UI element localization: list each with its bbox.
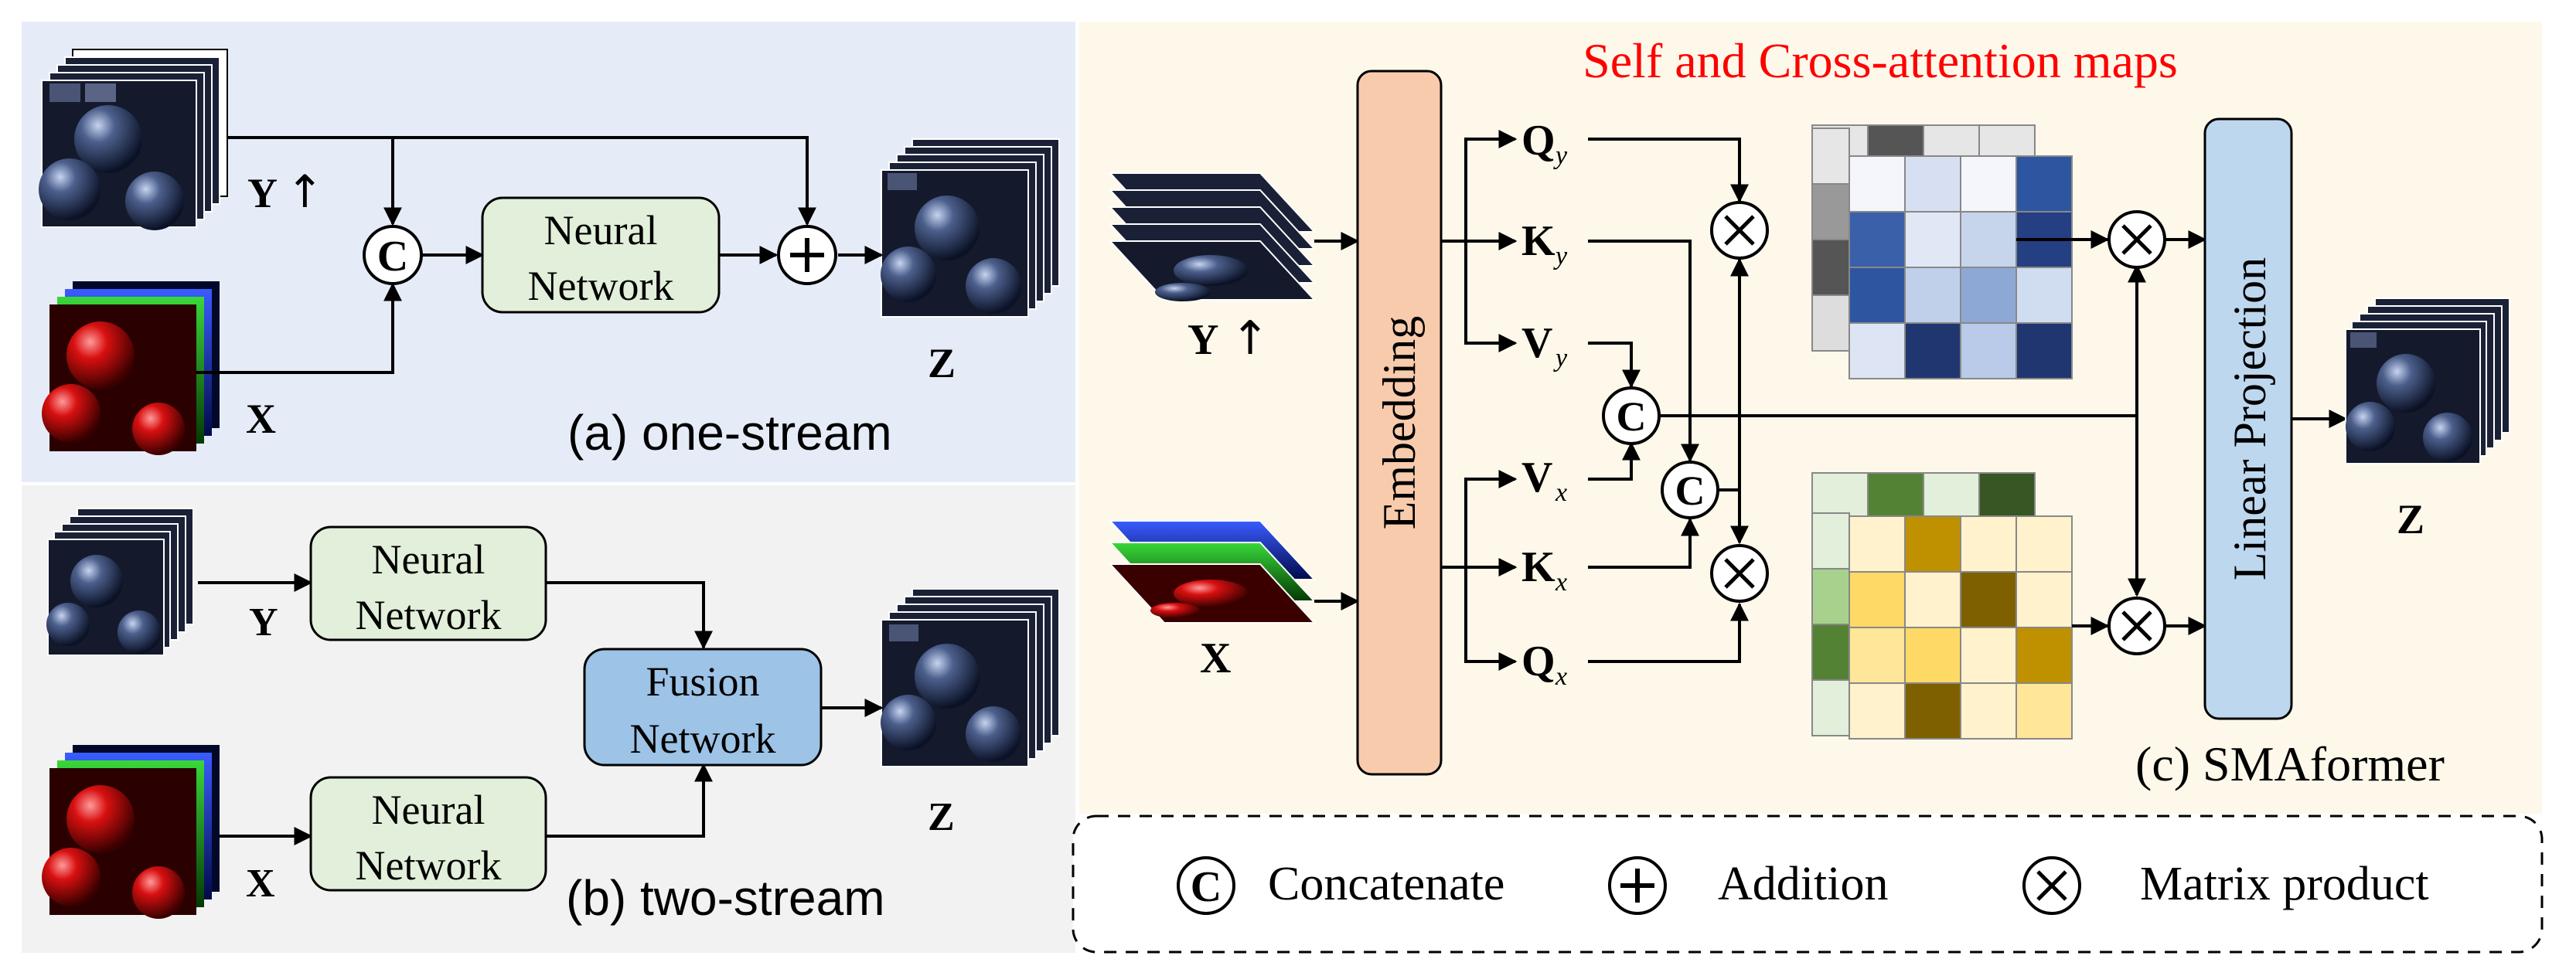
- panel-c-concat1-symbol: C: [1602, 386, 1661, 445]
- panel-c-bottom-matmul-symbol: [1710, 544, 1769, 603]
- panel-a-y-label: Y: [247, 170, 278, 216]
- legend-concat-icon: C: [1177, 856, 1235, 915]
- panel-c-vy-to-concat1-arrow: [1588, 342, 1641, 389]
- legend-matmul-icon: [2022, 856, 2081, 915]
- panel-b: Y X Z Neural Network Neural Network Fusi…: [42, 508, 1060, 926]
- panel-b-x-image: [42, 745, 220, 919]
- panel-c-x-image: [1108, 520, 1317, 624]
- panel-c-kx-label: K x: [1521, 543, 1567, 597]
- panel-a-x-to-concat-arrow: [196, 282, 402, 374]
- panel-a-x-label: X: [246, 396, 276, 442]
- panel-c-qy-to-matmul-arrow: [1588, 138, 1749, 203]
- panel-b-bottom-network-line2: Network: [356, 842, 502, 889]
- panel-c-z-image: [2345, 298, 2510, 464]
- panel-b-bottom-network-box: [309, 776, 547, 892]
- panel-c-vx-label: V x: [1521, 454, 1567, 507]
- svg-text:x: x: [1555, 662, 1567, 691]
- panel-c-qy-label: Q y: [1521, 117, 1568, 170]
- svg-text:C: C: [1675, 468, 1705, 514]
- svg-text:C: C: [1191, 863, 1222, 911]
- panel-c-embed-to-qx-arrow: [1464, 567, 1518, 671]
- panel-c-qx-label: Q x: [1521, 638, 1567, 691]
- svg-text:y: y: [1553, 141, 1568, 170]
- panel-c-cross-attention-map: [1811, 472, 2073, 740]
- legend-box: [1072, 814, 2544, 954]
- panel-b-fusion-line2: Network: [630, 716, 776, 762]
- svg-text:C: C: [1617, 393, 1647, 440]
- panel-b-top-network-line2: Network: [356, 592, 502, 638]
- svg-text:V: V: [1521, 319, 1552, 367]
- panel-a-y-up-arrow: ↑: [286, 165, 324, 218]
- panel-c-y-label: Y: [1187, 316, 1218, 364]
- panel-c-embed-to-vy-arrow: [1464, 241, 1518, 352]
- panel-c-ky-to-concat2-arrow: [1588, 240, 1699, 463]
- panel-b-top-network-to-fusion-arrow: [546, 581, 713, 650]
- legend-addition-icon: [1608, 856, 1667, 915]
- panel-a-z-image: [881, 138, 1060, 318]
- svg-text:Q: Q: [1521, 117, 1555, 165]
- panel-c-embedding-box: [1356, 70, 1443, 776]
- panel-c-qx-to-matmul-arrow: [1588, 602, 1749, 663]
- panel-c-x-label: X: [1200, 634, 1231, 682]
- panel-b-z-image: [881, 588, 1060, 767]
- panel-c-y-image: [1108, 172, 1317, 301]
- panel-b-y-image: [46, 508, 194, 656]
- panel-b-bottom-network-line1: Neural: [372, 787, 486, 833]
- panel-b-fusion-line1: Fusion: [646, 658, 759, 705]
- svg-text:y: y: [1553, 344, 1568, 372]
- panel-c-concat2-symbol: C: [1661, 461, 1719, 519]
- svg-text:C: C: [377, 233, 408, 281]
- panel-c: Self and Cross-attention maps Y ↑ X Embe…: [1108, 33, 2510, 791]
- panel-c-top-final-matmul-symbol: [2107, 210, 2166, 269]
- panel-c-linear-projection-label: Linear Projection: [2224, 257, 2275, 580]
- panel-c-z-label: Z: [2397, 496, 2424, 542]
- panel-b-caption: (b) two-stream: [566, 870, 885, 926]
- panel-c-top-matmul-symbol: [1710, 201, 1769, 260]
- panel-c-y-up-arrow: ↑: [1231, 311, 1269, 366]
- svg-text:y: y: [1553, 242, 1568, 270]
- panel-a: Y ↑ X Z C Neural Network (a) one-stream: [39, 49, 1060, 461]
- panel-b-bottom-network-to-fusion-arrow: [546, 763, 713, 838]
- panel-b-top-network-box: [309, 525, 547, 641]
- panel-a-network-line2: Network: [528, 263, 674, 309]
- svg-text:x: x: [1555, 478, 1567, 507]
- legend: C Concatenate Addition Matrix product: [1072, 814, 2544, 954]
- panel-b-y-label: Y: [249, 600, 278, 644]
- svg-text:Q: Q: [1521, 638, 1555, 685]
- panel-c-self-attention-map: [1811, 124, 2073, 379]
- panel-c-embed-to-qy-arrow: [1441, 130, 1518, 243]
- svg-text:x: x: [1555, 568, 1567, 597]
- panel-c-embedding-label: Embedding: [1374, 316, 1425, 530]
- panel-b-fusion-network-box: [583, 648, 823, 767]
- panel-a-caption: (a) one-stream: [567, 405, 892, 461]
- panel-c-vx-to-concat1-arrow: [1588, 441, 1641, 481]
- svg-text:K: K: [1521, 543, 1555, 591]
- panel-a-z-label: Z: [928, 340, 956, 386]
- panel-c-vy-label: V y: [1521, 319, 1568, 372]
- panel-a-x-image: [42, 281, 220, 455]
- panel-b-top-network-line1: Neural: [372, 536, 486, 583]
- panel-a-y-image: [39, 49, 228, 230]
- svg-text:V: V: [1521, 454, 1552, 502]
- panel-c-embed-to-vx-arrow: [1441, 470, 1518, 569]
- svg-text:K: K: [1521, 217, 1555, 265]
- panel-c-bottom-final-matmul-symbol: [2107, 597, 2166, 655]
- panel-c-caption: (c) SMAformer: [2135, 736, 2445, 791]
- panel-b-z-label: Z: [928, 795, 955, 839]
- legend-addition-label: Addition: [1718, 858, 1888, 910]
- panel-a-network-line1: Neural: [544, 207, 658, 253]
- legend-concat-label: Concatenate: [1268, 858, 1504, 910]
- legend-matmul-label: Matrix product: [2140, 858, 2429, 910]
- panel-a-neural-network-box: [481, 196, 721, 314]
- panel-c-title: Self and Cross-attention maps: [1583, 33, 2178, 88]
- panel-a-concat-symbol: C: [363, 225, 423, 285]
- panel-c-ky-label: K y: [1521, 217, 1568, 270]
- panel-a-y-skip-arrow: [393, 136, 816, 226]
- panel-c-kx-to-concat2-arrow: [1588, 517, 1699, 569]
- panel-b-x-label: X: [246, 862, 275, 906]
- panel-a-add-symbol: [777, 225, 837, 285]
